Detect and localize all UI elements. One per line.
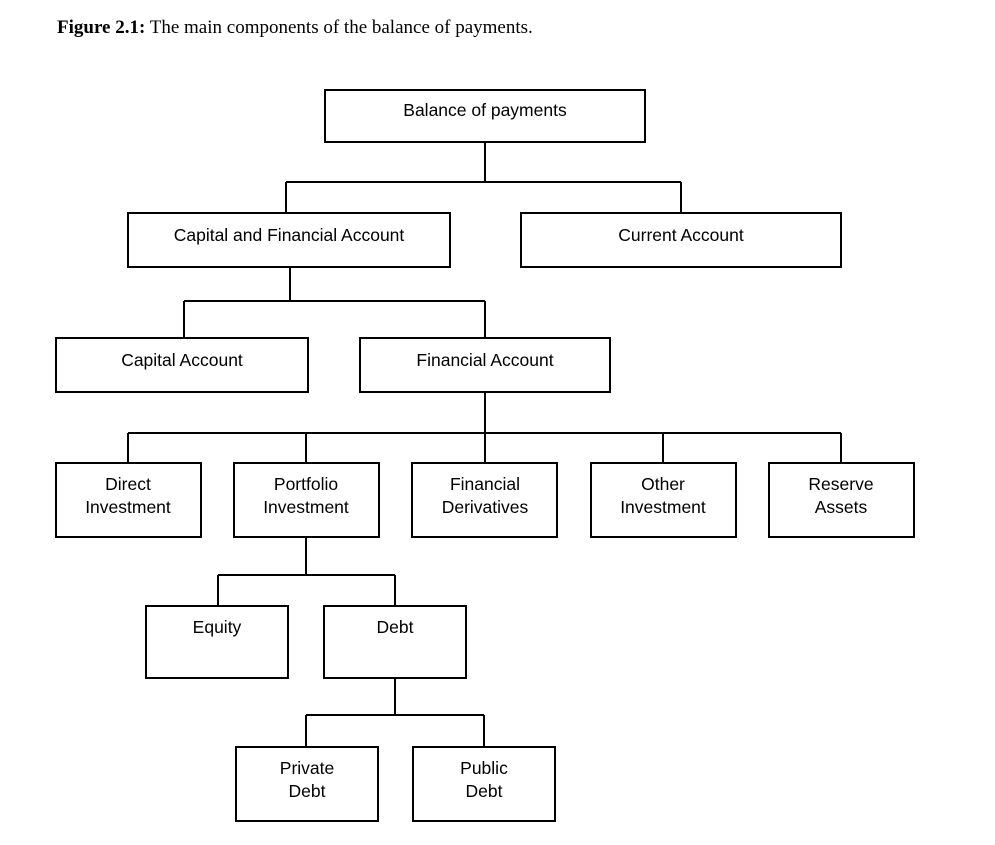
node-label-direct-investment-line1: Direct [105,474,151,494]
node-label-debt: Debt [377,617,414,637]
node-box-reserve-assets[interactable] [768,462,915,538]
node-box-capital-account[interactable] [55,337,309,393]
figure-caption-text: The main components of the balance of pa… [149,17,533,38]
node-private-debt[interactable]: Private Debt [235,746,379,822]
node-equity[interactable]: Equity [145,605,289,679]
node-box-financial-account[interactable] [359,337,611,393]
node-balance-of-payments[interactable]: Balance of payments [324,89,646,143]
node-label-balance-of-payments: Balance of payments [403,100,567,120]
node-public-debt[interactable]: Public Debt [412,746,556,822]
node-debt[interactable]: Debt [323,605,467,679]
node-box-financial-derivatives[interactable] [411,462,558,538]
node-box-current-account[interactable] [520,212,842,268]
node-financial-account[interactable]: Financial Account [359,337,611,393]
node-box-capital-and-financial-account[interactable] [127,212,451,268]
node-label-current-account: Current Account [618,225,744,245]
node-box-private-debt[interactable] [235,746,379,822]
connector-bop-to-level2 [285,142,682,213]
node-box-public-debt[interactable] [412,746,556,822]
node-label-financial-derivatives-line2: Derivatives [442,497,529,517]
node-label-capital-and-financial-account: Capital and Financial Account [174,225,405,245]
node-label-other-investment-line2: Investment [620,497,706,517]
node-label-financial-derivatives-line1: Financial [450,474,520,494]
node-label-public-debt-line1: Public [460,758,508,778]
node-current-account[interactable]: Current Account [520,212,842,268]
connector-portfolio-to-equity-debt [217,537,396,606]
node-label-other-investment-line1: Other [641,474,685,494]
node-label-equity: Equity [193,617,242,637]
node-box-portfolio-investment[interactable] [233,462,380,538]
node-box-debt[interactable] [323,605,467,679]
node-other-investment[interactable]: Other Investment [590,462,737,538]
connector-layer [127,142,842,747]
figure-caption: Figure 2.1: The main components of the b… [57,17,533,40]
connector-cfa-to-level3 [183,267,486,338]
node-label-financial-account: Financial Account [416,350,553,370]
node-capital-account[interactable]: Capital Account [55,337,309,393]
node-label-private-debt-line2: Debt [289,781,326,801]
node-label-reserve-assets-line2: Assets [815,497,868,517]
node-label-reserve-assets-line1: Reserve [808,474,873,494]
node-label-portfolio-investment-line2: Investment [263,497,349,517]
node-direct-investment[interactable]: Direct Investment [55,462,202,538]
connector-debt-to-private-public [305,678,485,747]
node-box-equity[interactable] [145,605,289,679]
node-box-other-investment[interactable] [590,462,737,538]
node-label-private-debt-line1: Private [280,758,334,778]
connector-fa-to-components [127,392,842,463]
node-box-direct-investment[interactable] [55,462,202,538]
node-label-public-debt-line2: Debt [466,781,503,801]
node-reserve-assets[interactable]: Reserve Assets [768,462,915,538]
node-financial-derivatives[interactable]: Financial Derivatives [411,462,558,538]
node-portfolio-investment[interactable]: Portfolio Investment [233,462,380,538]
figure-caption-label: Figure 2.1: [57,17,146,38]
node-label-capital-account: Capital Account [121,350,243,370]
node-label-direct-investment-line2: Investment [85,497,171,517]
node-box-balance-of-payments[interactable] [324,89,646,143]
node-capital-and-financial-account[interactable]: Capital and Financial Account [127,212,451,268]
node-label-portfolio-investment-line1: Portfolio [274,474,338,494]
